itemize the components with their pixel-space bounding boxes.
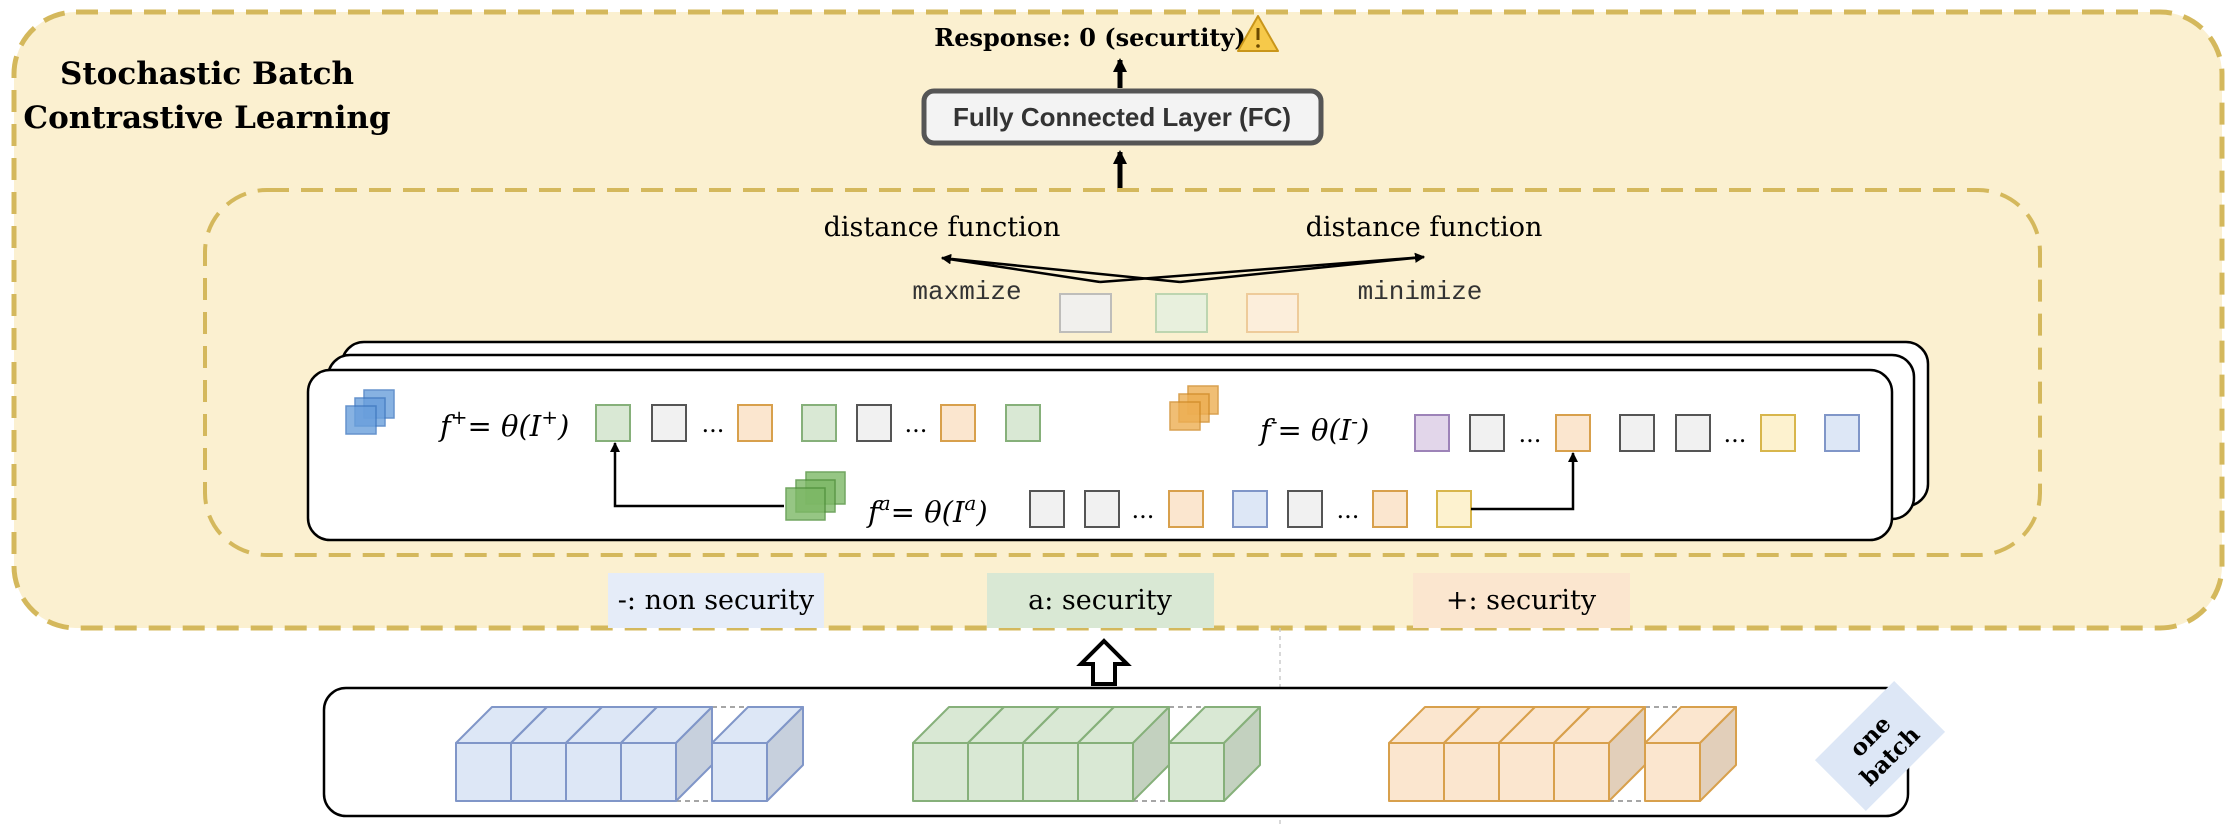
legend-anchor-label: a: security xyxy=(1028,585,1173,616)
ellipsis-negative-2: ... xyxy=(1724,420,1747,448)
fc-layer-label: Fully Connected Layer (FC) xyxy=(953,102,1291,132)
distance-box-green xyxy=(1155,293,1208,333)
negative-feature-row xyxy=(1414,414,1860,452)
distance-function-right: distance function xyxy=(1306,212,1543,243)
distance-box-orange xyxy=(1246,293,1299,333)
title-line-1: Stochastic Batch xyxy=(60,56,354,92)
feature-panel xyxy=(306,368,1894,542)
positive-images-icon xyxy=(345,389,395,435)
title-line-2: Contrastive Learning xyxy=(23,100,390,136)
anchor-to-positive-arrow xyxy=(610,442,784,508)
batch-cubes-orange xyxy=(1388,706,1737,802)
ellipsis-positive-1: ... xyxy=(702,410,725,438)
positive-feature-row xyxy=(595,404,1041,442)
batch-cube xyxy=(620,706,713,802)
ellipsis-anchor-2: ... xyxy=(1337,496,1360,524)
batch-cubes-blue xyxy=(455,706,804,802)
legend-positive-bg xyxy=(1413,573,1630,628)
batch-up-arrow-icon xyxy=(1076,638,1132,686)
legend-negative-bg xyxy=(608,573,824,628)
batch-cube xyxy=(1168,706,1261,802)
inner-region xyxy=(203,188,2042,557)
batch-cubes xyxy=(455,706,1737,802)
anchor-to-negative-arrow xyxy=(1471,452,1578,511)
legend-negative-label: -: non security xyxy=(618,585,815,616)
fc-layer-box xyxy=(921,88,1324,146)
ellipsis-positive-2: ... xyxy=(905,410,928,438)
batch-cube xyxy=(711,706,804,802)
legend-positive-label: +: security xyxy=(1446,585,1597,616)
batch-cubes-green xyxy=(912,706,1261,802)
ellipsis-negative-1: ... xyxy=(1519,420,1542,448)
batch-cube xyxy=(1644,706,1737,802)
batch-cube xyxy=(1077,706,1170,802)
distance-box-gray xyxy=(1059,293,1112,333)
distance-function-left: distance function xyxy=(824,212,1061,243)
anchor-feature-row xyxy=(1029,490,1472,528)
negative-images-icon xyxy=(1169,385,1219,431)
minimize-label: minimize xyxy=(1358,277,1483,307)
warning-icon xyxy=(1237,15,1279,52)
ellipsis-anchor-1: ... xyxy=(1132,496,1155,524)
response-label: Response: 0 (securtity) xyxy=(934,23,1245,52)
anchor-images-icon xyxy=(785,471,846,521)
distance-arrows xyxy=(941,252,1425,284)
maxmize-label: maxmize xyxy=(912,277,1021,307)
formula-positive: f+= θ(I+) xyxy=(438,405,569,443)
legend-anchor-bg xyxy=(987,573,1214,628)
